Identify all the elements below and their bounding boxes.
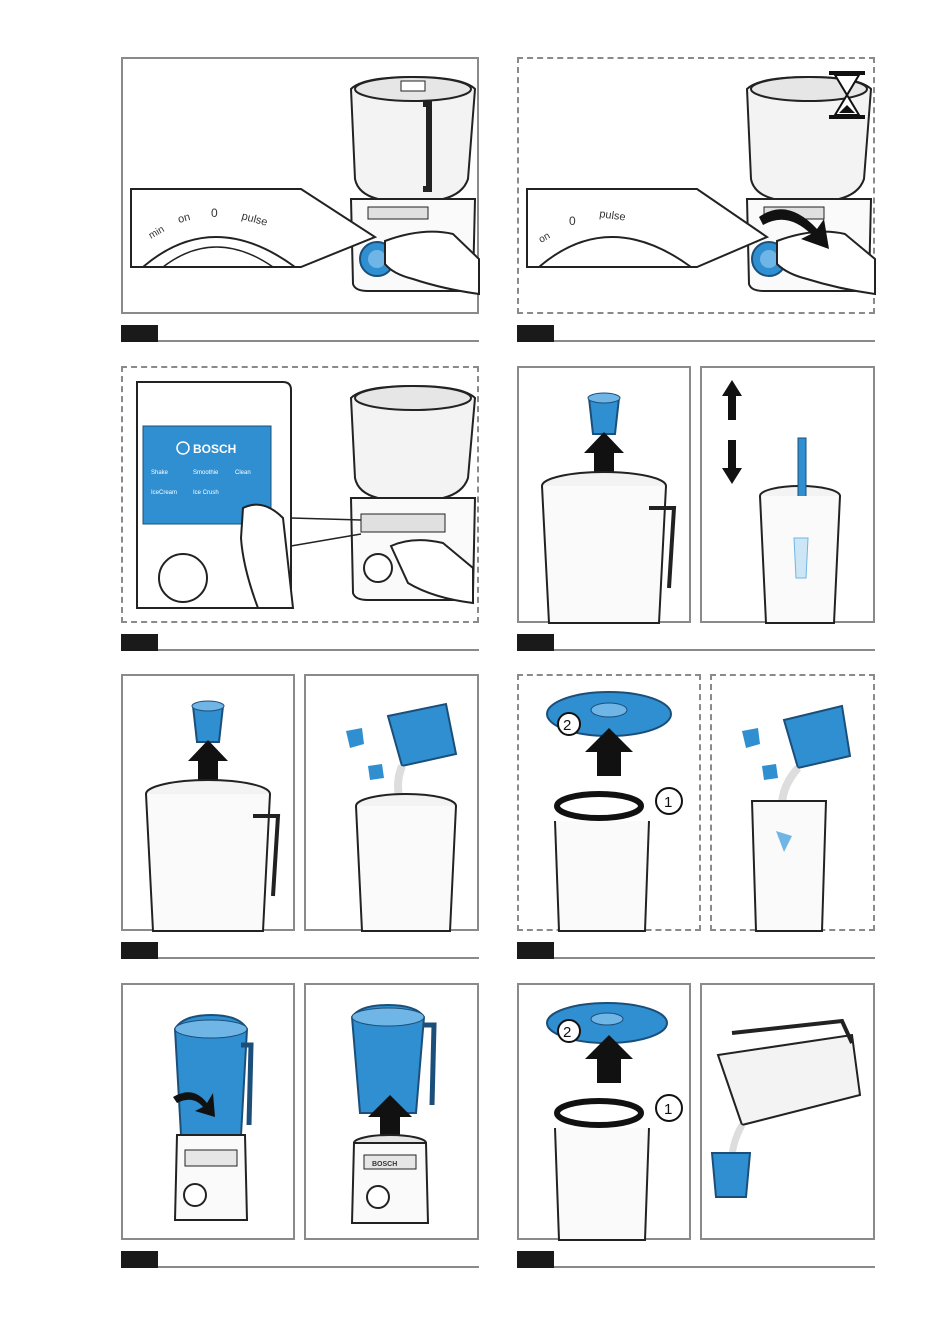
arrow-up-icon: [584, 432, 624, 473]
cup-icon: [712, 1153, 750, 1197]
svg-text:Ice Crush: Ice Crush: [193, 490, 219, 496]
step-badge-7: [121, 1251, 158, 1268]
step-badge-1: [121, 325, 158, 342]
step-panel-2: on 0 pulse: [517, 57, 875, 314]
step-panel-6b: [710, 674, 875, 931]
ice-cube-icon: [368, 764, 384, 780]
step-badge-3: [121, 634, 158, 651]
step-panel-4b: [700, 366, 875, 623]
svg-text:Clean: Clean: [235, 470, 251, 476]
svg-text:2: 2: [563, 1024, 571, 1041]
rotate-arrow-icon: [557, 794, 641, 818]
tamper-icon: [798, 438, 806, 498]
program-panel-illustration: BOSCH Shake Smoothie Clean IceCream Ice …: [123, 368, 481, 625]
svg-text:1: 1: [664, 1101, 672, 1118]
svg-text:Shake: Shake: [151, 470, 169, 476]
svg-text:2: 2: [563, 717, 571, 734]
step-badge-6: [517, 942, 554, 959]
step-panel-6a: 2 1: [517, 674, 701, 931]
step-panel-8a: 2 1: [517, 983, 691, 1240]
step-panel-4a: [517, 366, 691, 623]
step-badge-5: [121, 942, 158, 959]
arrow-up-icon: [722, 380, 742, 420]
svg-text:0: 0: [211, 206, 218, 220]
step-panel-7b: BOSCH: [304, 983, 479, 1240]
svg-text:Smoothie: Smoothie: [193, 470, 219, 476]
step-panel-1: min on 0 pulse: [121, 57, 479, 314]
blender-hold-illustration: on 0 pulse: [519, 59, 877, 316]
step-panel-5a: [121, 674, 295, 931]
step-panel-8b: [700, 983, 875, 1240]
svg-text:0: 0: [569, 214, 576, 228]
arrow-down-icon: [722, 440, 742, 484]
step-badge-2: [517, 325, 554, 342]
svg-text:1: 1: [664, 794, 672, 811]
svg-text:BOSCH: BOSCH: [193, 442, 236, 456]
step-panel-5b: [304, 674, 479, 931]
svg-text:IceCream: IceCream: [151, 490, 177, 496]
step-panel-7a: [121, 983, 295, 1240]
step-badge-4: [517, 634, 554, 651]
blender-dial-illustration: min on 0 pulse: [123, 59, 481, 316]
arrow-up-icon: [188, 740, 228, 781]
step-badge-8: [517, 1251, 554, 1268]
step-panel-3: BOSCH Shake Smoothie Clean IceCream Ice …: [121, 366, 479, 623]
cup-icon: [388, 704, 456, 766]
svg-text:BOSCH: BOSCH: [372, 1161, 397, 1168]
pouring-jug-icon: [718, 1035, 860, 1125]
ice-cube-icon: [346, 728, 364, 748]
